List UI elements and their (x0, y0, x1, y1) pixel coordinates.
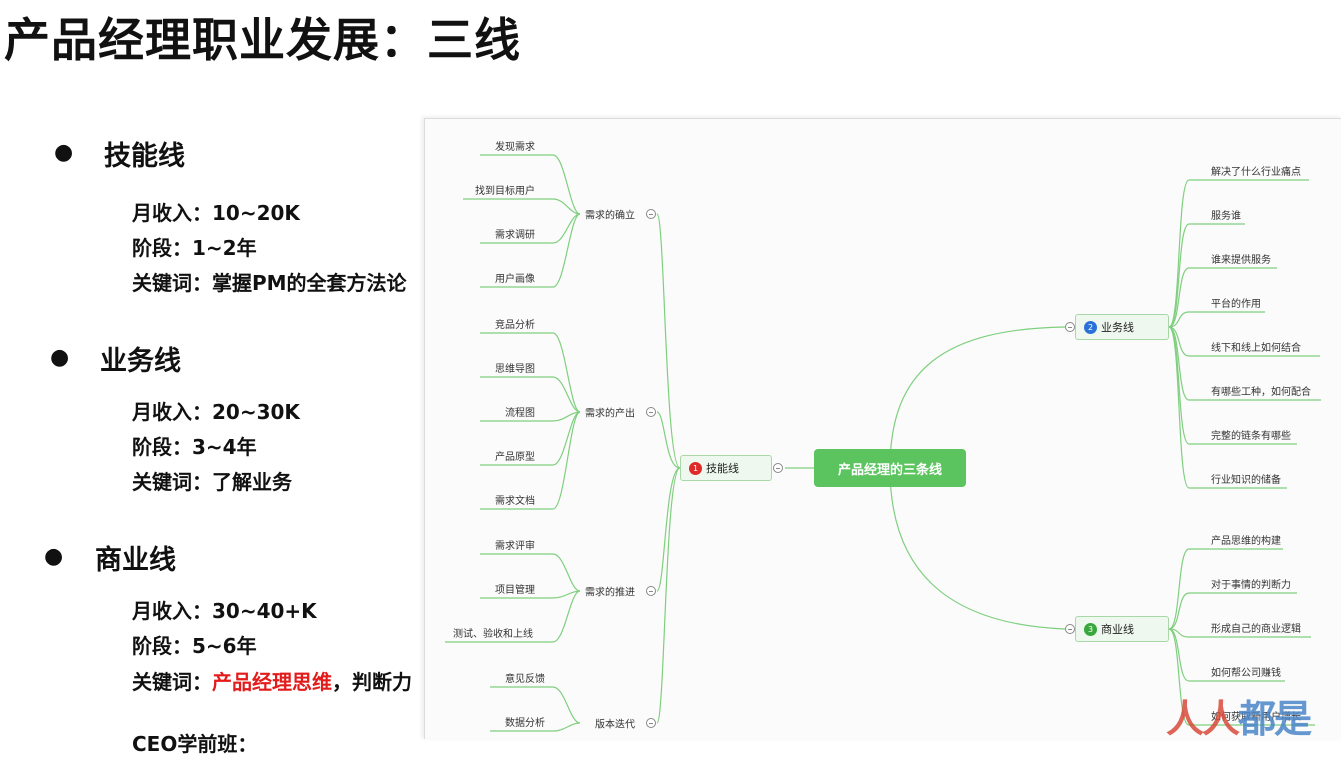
leaf-item: 谁来提供服务 (1211, 255, 1271, 266)
leaf-item: 找到目标用户 (475, 186, 535, 197)
leaf-item: 线下和线上如何结合 (1211, 343, 1301, 354)
keyword-line: 关键词：产品经理思维，判断力 (132, 670, 412, 694)
mindmap-image: 产品经理的三条线 1 技能线 2 业务线 3 商业线 需求的确立 需求的产出 需… (424, 118, 1341, 739)
leaf-item: 需求调研 (495, 230, 535, 241)
stage-line: 阶段：5~6年 (132, 634, 257, 658)
business-node: 2 业务线 (1075, 314, 1169, 340)
bullet-icon: ● (44, 544, 64, 569)
leaf-item: 解决了什么行业痛点 (1211, 167, 1301, 178)
leaf-item: 形成自己的商业逻辑 (1211, 624, 1301, 635)
leaf-item: 用户画像 (495, 274, 535, 285)
keyword-highlight: 产品经理思维 (212, 670, 332, 694)
collapse-icon (646, 586, 656, 596)
collapse-icon (773, 463, 783, 473)
bullet-icon: ● (50, 345, 70, 370)
leaf-item: 服务谁 (1211, 211, 1241, 222)
section-title: 业务线 (100, 346, 181, 377)
leaf-item: 数据分析 (505, 718, 545, 729)
leaf-item: 对于事情的判断力 (1211, 580, 1291, 591)
leaf-item: 产品原型 (495, 452, 535, 463)
number-badge-icon: 1 (689, 461, 702, 475)
group-label: 需求的确立 (585, 210, 635, 222)
leaf-item: 产品思维的构建 (1211, 536, 1281, 547)
collapse-icon (646, 718, 656, 728)
group-label: 需求的产出 (585, 408, 635, 420)
collapse-icon (1065, 322, 1075, 332)
mindmap-connectors (445, 154, 1321, 732)
leaf-item: 如何帮公司赚钱 (1211, 668, 1281, 679)
leaf-item: 平台的作用 (1211, 299, 1261, 310)
skill-node: 1 技能线 (680, 455, 772, 481)
leaf-item: 行业知识的储备 (1211, 475, 1281, 486)
income-line: 月收入：30~40+K (132, 599, 317, 623)
leaf-item: 需求评审 (495, 541, 535, 552)
number-badge-icon: 3 (1084, 622, 1097, 636)
leaf-item: 项目管理 (495, 585, 535, 596)
leaf-item: 完整的链条有哪些 (1211, 431, 1291, 442)
leaf-item: 需求文档 (495, 496, 535, 507)
group-label: 版本迭代 (595, 719, 635, 731)
leaf-item: 意见反馈 (505, 674, 545, 685)
leaf-item: 发现需求 (495, 142, 535, 153)
page-title: 产品经理职业发展：三线 (4, 13, 521, 67)
income-line: 月收入：20~30K (132, 400, 300, 424)
leaf-item: 流程图 (505, 408, 535, 419)
section-title: 商业线 (95, 545, 176, 576)
collapse-icon (646, 209, 656, 219)
node-label: 业务线 (1101, 321, 1134, 334)
collapse-icon (646, 407, 656, 417)
group-label: 需求的推进 (585, 587, 635, 599)
leaf-item: 测试、验收和上线 (453, 629, 533, 640)
commerce-node: 3 商业线 (1075, 616, 1169, 642)
income-line: 月收入：10~20K (132, 201, 300, 225)
leaf-item: 思维导图 (495, 364, 535, 375)
stage-line: 阶段：1~2年 (132, 236, 257, 260)
bullet-icon: ● (54, 140, 74, 165)
node-label: 商业线 (1101, 623, 1134, 636)
node-label: 技能线 (706, 462, 739, 475)
keyword-line: 关键词：掌握PM的全套方法论 (132, 271, 407, 295)
section-title: 技能线 (104, 141, 185, 172)
leaf-item: 如何获取新用户增长 (1211, 712, 1301, 723)
ceo-line: CEO学前班： (132, 732, 258, 756)
keyword-line: 关键词：了解业务 (132, 470, 292, 494)
stage-line: 阶段：3~4年 (132, 435, 257, 459)
number-badge-icon: 2 (1084, 320, 1097, 334)
watermark-logo: 人人都是 (1166, 697, 1312, 741)
leaf-item: 竞品分析 (495, 320, 535, 331)
collapse-icon (1065, 624, 1075, 634)
leaf-item: 有哪些工种，如何配合 (1211, 387, 1311, 398)
center-node: 产品经理的三条线 (814, 449, 966, 487)
